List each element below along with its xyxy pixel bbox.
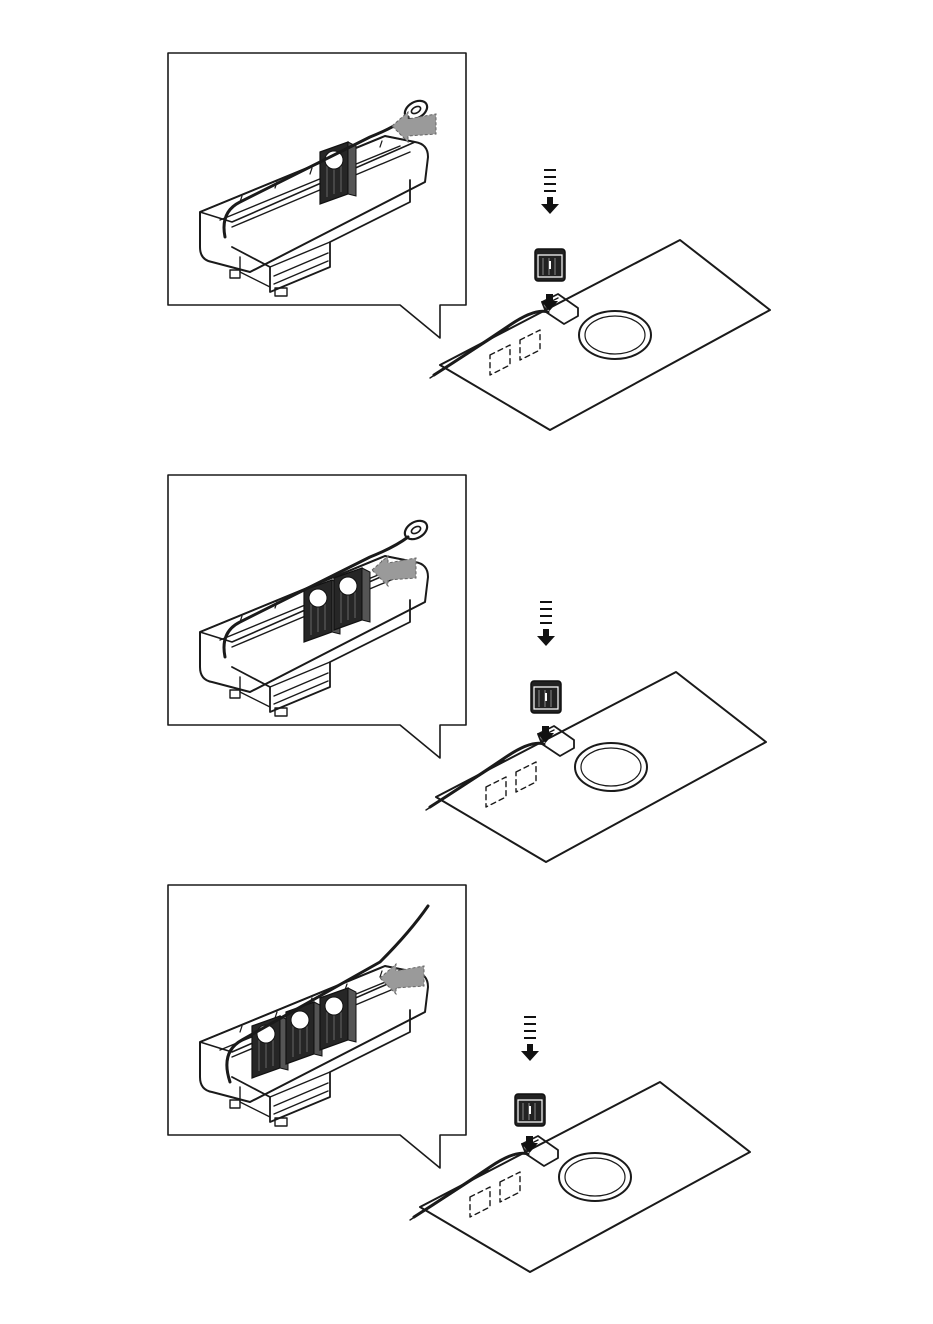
- floor-board: [430, 240, 770, 430]
- insert-arrow-icon: [521, 1136, 538, 1153]
- dashed-arrow-icon: [521, 1017, 539, 1061]
- step-2-figure: [168, 475, 766, 862]
- tray-housing: [200, 97, 436, 296]
- tray-housing: [200, 517, 430, 716]
- floor-board: [410, 1082, 750, 1272]
- tray-housing: [200, 906, 428, 1126]
- step-1-figure: [168, 53, 770, 430]
- module-icon: [531, 681, 561, 713]
- gray-arrow-icon: [392, 112, 436, 142]
- step-3-figure: [168, 885, 750, 1272]
- callout-box: [168, 53, 466, 338]
- insert-arrow-icon: [541, 294, 558, 311]
- floor-board: [426, 672, 766, 862]
- insert-arrow-icon: [537, 726, 554, 743]
- module-icon: [535, 249, 565, 281]
- dashed-arrow-icon: [541, 170, 559, 214]
- module-icon: [515, 1094, 545, 1126]
- dashed-arrow-icon: [537, 602, 555, 646]
- gray-arrow-icon: [372, 556, 416, 586]
